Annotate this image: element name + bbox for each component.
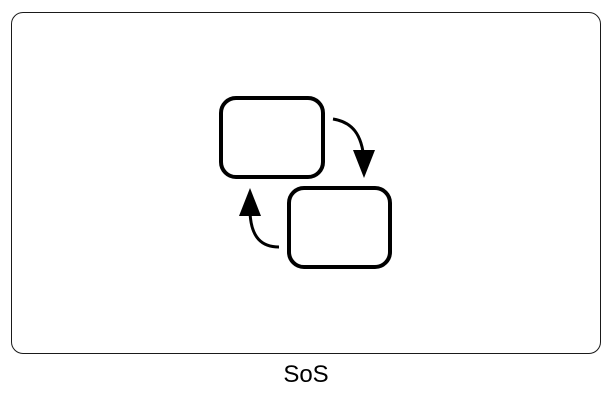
diagram-caption: SoS xyxy=(283,361,329,388)
diagram-card xyxy=(11,12,601,354)
box-top-left xyxy=(219,96,325,179)
arrowhead-up xyxy=(239,188,261,216)
arrow-up-left xyxy=(248,211,280,249)
box-bottom-right xyxy=(287,186,392,269)
arrowhead-down xyxy=(353,150,375,178)
